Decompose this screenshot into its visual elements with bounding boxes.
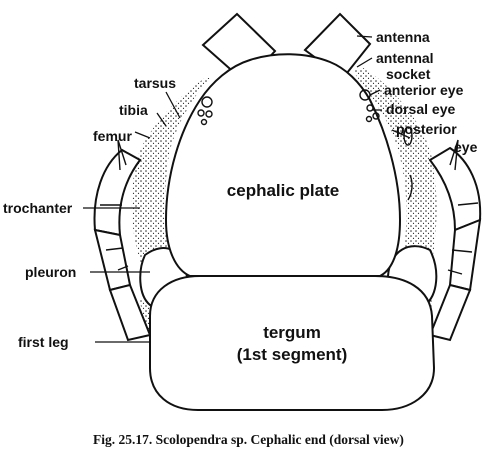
leader-lines — [83, 35, 411, 343]
label-eye: eye — [454, 139, 478, 155]
label-cephalic-plate: cephalic plate — [227, 181, 339, 200]
tergum-plate — [149, 275, 436, 411]
cephalic-plate — [164, 53, 402, 277]
label-first-segment: (1st segment) — [237, 345, 348, 364]
label-posterior: posterior — [396, 121, 457, 137]
left-eye-cluster — [197, 96, 213, 126]
label-trochanter: trochanter — [3, 200, 73, 216]
label-socket: socket — [386, 66, 431, 82]
label-pleuron: pleuron — [25, 264, 76, 280]
label-dorsal-eye: dorsal eye — [386, 101, 455, 117]
label-tarsus: tarsus — [134, 75, 176, 91]
label-first-leg: first leg — [18, 334, 69, 350]
label-femur: femur — [93, 128, 132, 144]
left-first-leg — [93, 139, 152, 342]
right-first-leg — [407, 139, 482, 342]
label-antennal: antennal — [376, 50, 434, 66]
label-tibia: tibia — [119, 102, 148, 118]
label-anterior-eye: anterior eye — [384, 82, 464, 98]
label-antenna: antenna — [376, 29, 430, 45]
figure-caption: Fig. 25.17. Scolopendra sp. Cephalic end… — [93, 432, 404, 447]
label-tergum: tergum — [263, 323, 321, 342]
